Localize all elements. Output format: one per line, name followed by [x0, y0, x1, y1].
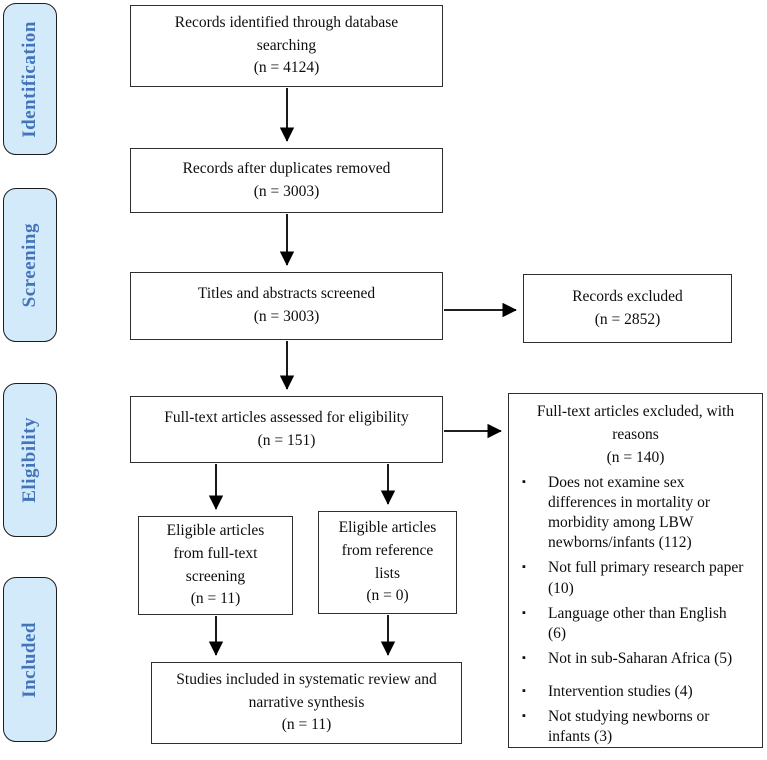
stage-label: Included — [19, 621, 40, 698]
list-item: ▪ Not full primary research paper (10) — [522, 558, 756, 598]
list-item: ▪ Language other than English (6) — [522, 604, 756, 644]
stage-pill-included: Included — [3, 577, 57, 742]
reason-text: Language other than English (6) — [548, 604, 727, 642]
exclusion-reasons-list: ▪ Does not examine sex differences in mo… — [509, 473, 762, 753]
square-bullet-icon: ▪ — [522, 475, 526, 488]
reason-text: Not full primary research paper (10) — [548, 559, 744, 597]
box-text-line: reasons — [612, 425, 659, 443]
box-text-line: Eligible articles — [166, 521, 265, 539]
box-count-line: (n = 2852) — [594, 310, 661, 328]
square-bullet-icon: ▪ — [522, 710, 526, 723]
square-bullet-icon: ▪ — [522, 561, 526, 574]
stage-pill-screening: Screening — [3, 188, 57, 342]
box-records-excluded: Records excluded (n = 2852) — [523, 274, 732, 343]
box-text-line: Full-text articles excluded, with — [536, 403, 735, 420]
box-count-line: (n = 140) — [606, 448, 665, 466]
box-count-line: (n = 0) — [366, 587, 409, 605]
box-text-line: Records identified through database — [174, 13, 399, 31]
box-duplicates-removed: Records after duplicates removed (n = 30… — [130, 148, 443, 213]
square-bullet-icon: ▪ — [522, 606, 526, 619]
stage-label: Screening — [19, 222, 40, 308]
stage-label: Eligibility — [19, 417, 40, 503]
box-eligible-fulltext-screening: Eligible articles from full-text screeni… — [138, 516, 293, 615]
box-text-line: from reference — [341, 541, 434, 559]
box-studies-included: Studies included in systematic review an… — [151, 662, 462, 744]
list-item: ▪ Intervention studies (4) — [522, 682, 756, 702]
box-count-line: (n = 4124) — [253, 59, 320, 77]
reason-text: Intervention studies (4) — [548, 683, 693, 701]
box-fulltext-excluded: Full-text articles excluded, with reason… — [508, 393, 763, 748]
list-item: ▪ Not studying newborns or infants (3) — [522, 707, 756, 747]
box-text-line: lists — [375, 564, 400, 582]
box-text-line: screening — [185, 567, 246, 585]
box-count-line: (n = 3003) — [253, 308, 320, 325]
stage-pill-identification: Identification — [3, 3, 57, 155]
box-text-line: searching — [256, 36, 317, 54]
box-count-line: (n = 3003) — [253, 182, 320, 200]
box-count-line: (n = 11) — [190, 590, 241, 608]
list-item: ▪ Does not examine sex differences in mo… — [522, 473, 756, 554]
box-fulltext-assessed: Full-text articles assessed for eligibil… — [130, 396, 443, 463]
box-records-identified: Records identified through database sear… — [130, 5, 443, 87]
box-text-line: narrative synthesis — [248, 693, 365, 711]
box-count-line: (n = 11) — [281, 716, 332, 734]
stage-pill-eligibility: Eligibility — [3, 383, 57, 537]
box-text-line: Titles and abstracts screened — [197, 285, 376, 303]
box-text-line: Eligible articles — [338, 518, 437, 536]
reason-text: Not studying newborns or infants (3) — [548, 708, 710, 746]
stage-label: Identification — [19, 20, 40, 138]
box-text-line: from full-text — [173, 544, 258, 562]
list-item: ▪ Not in sub-Saharan Africa (5) — [522, 649, 756, 669]
box-text-line: Records excluded — [572, 287, 683, 305]
box-titles-abstracts-screened: Titles and abstracts screened (n = 3003) — [130, 272, 443, 340]
reason-text: Does not examine sex differences in mort… — [548, 473, 710, 552]
square-bullet-icon: ▪ — [522, 651, 526, 664]
reason-text: Not in sub-Saharan Africa (5) — [548, 649, 733, 667]
square-bullet-icon: ▪ — [522, 685, 526, 698]
box-eligible-reference-lists: Eligible articles from reference lists (… — [318, 511, 457, 614]
box-text-line: Records after duplicates removed — [182, 159, 391, 177]
box-text-line: Full-text articles assessed for eligibil… — [164, 408, 409, 426]
box-text-line: Studies included in systematic review an… — [176, 670, 437, 688]
box-count-line: (n = 151) — [257, 431, 316, 449]
